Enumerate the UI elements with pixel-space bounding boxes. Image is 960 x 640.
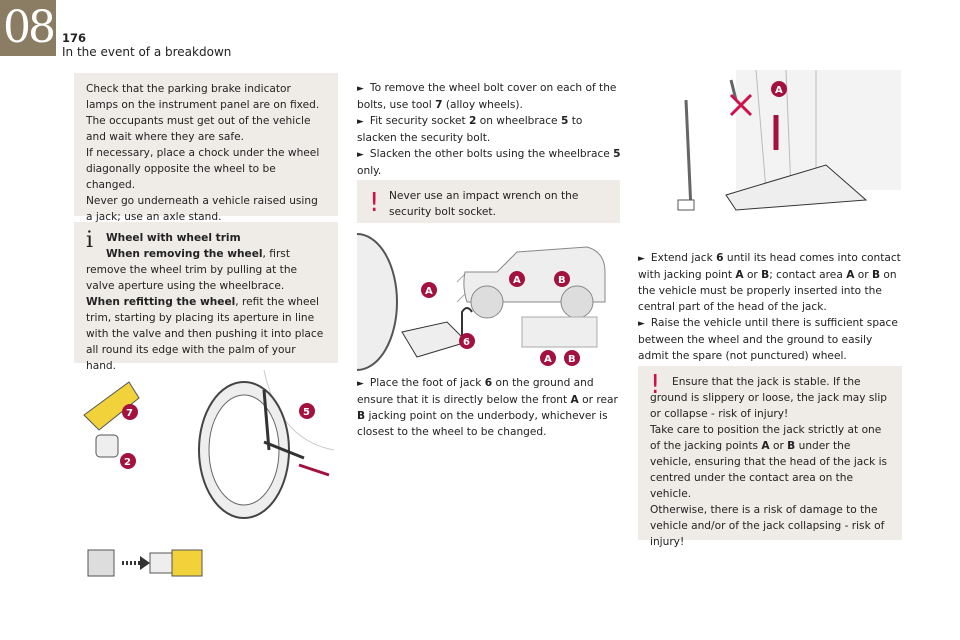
label-5: 5 — [303, 407, 310, 418]
label-2: 2 — [124, 457, 131, 468]
text: on the ground and ensure that it is dire… — [357, 377, 594, 406]
text: jacking point on the underbody, whicheve… — [357, 410, 608, 438]
text: To remove the wheel bolt cover on each o… — [357, 82, 617, 111]
warning-box: ! Never use an impact wrench on the secu… — [357, 180, 620, 223]
text: until its head comes into contact with j… — [638, 252, 901, 281]
paragraph: The occupants must get out of the vehicl… — [86, 115, 311, 143]
bold-text: B — [357, 410, 366, 422]
precautions-box: Check that the parking brake indicator l… — [74, 73, 338, 223]
text: or rear — [578, 394, 618, 406]
text: to slacken the security bolt. — [357, 115, 583, 144]
text: Ensure that the jack is stable. If the g… — [650, 376, 888, 420]
bold-text: A — [846, 269, 855, 281]
bold-text: 5 — [613, 148, 621, 160]
steps-right: ►Extend jack 6 until its head comes into… — [638, 252, 901, 362]
bold-text: A — [570, 394, 579, 406]
warning-icon: ! — [650, 370, 661, 400]
label-a: A — [775, 85, 783, 96]
warning-text: Never use an impact wrench on the securi… — [389, 190, 579, 218]
step-place-jack: ►Place the foot of jack 6 on the ground … — [357, 377, 618, 438]
steps-middle: ►To remove the wheel bolt cover on each … — [357, 82, 621, 177]
paragraph: Never go underneath a vehicle raised usi… — [86, 195, 318, 223]
bold-text: 6 — [716, 252, 724, 264]
label-badge — [122, 404, 138, 420]
text: on the vehicle must be properly inserted… — [638, 269, 897, 313]
section-title: In the event of a breakdown — [62, 45, 232, 59]
text: Otherwise, there is a risk of damage to … — [650, 504, 885, 548]
paragraph: If necessary, place a chock under the wh… — [86, 147, 320, 191]
bold-text: 2 — [469, 115, 477, 127]
text: on wheelbrace — [476, 115, 561, 127]
chapter-number: 08 — [0, 0, 56, 56]
text: ; contact area — [769, 269, 847, 281]
text: Slacken the other bolts using the wheelb… — [369, 148, 614, 160]
text: Place the foot of jack — [369, 377, 485, 389]
text: or — [743, 269, 762, 281]
bold-text: B — [871, 269, 881, 281]
text: Extend jack — [650, 252, 717, 264]
text: Take care to position the jack strictly … — [650, 424, 882, 452]
warning-box: ! Ensure that the jack is stable. If the… — [638, 366, 902, 548]
text: Fit security socket — [369, 115, 469, 127]
info-title: Wheel with wheel trim — [106, 232, 241, 244]
warning-icon: ! — [369, 188, 380, 218]
label-a: A — [425, 286, 433, 297]
bold-text: A — [761, 440, 770, 452]
page-number: 176 — [62, 31, 87, 45]
jack-extend-illustration: A — [677, 70, 901, 211]
bold-text: B — [761, 269, 770, 281]
wheel-bolt-illustration: 7 5 2 — [83, 370, 335, 519]
label-6: 6 — [463, 337, 470, 348]
label-b: B — [568, 354, 576, 365]
info-icon: i — [86, 228, 94, 253]
text: only. — [357, 165, 382, 177]
text: , first remove the wheel trim by pulling… — [86, 248, 298, 292]
bold-text: 7 — [435, 99, 443, 111]
paragraph: Check that the parking brake indicator l… — [86, 83, 320, 111]
bold-text: B — [787, 440, 796, 452]
socket-fitting-illustration — [87, 549, 203, 577]
text: or — [769, 440, 788, 452]
bold-text: When refitting the wheel — [86, 296, 236, 308]
label-7: 7 — [126, 408, 133, 419]
label-a: A — [544, 354, 552, 365]
bold-text: 6 — [484, 377, 493, 389]
jack-position-illustration: A 6 A B A B — [357, 233, 606, 371]
label-b: B — [558, 275, 566, 286]
text: , refit the wheel trim, starting by plac… — [86, 296, 324, 372]
text: or — [854, 269, 872, 281]
info-box: i Wheel with wheel trim When removing th… — [74, 222, 338, 372]
bold-text: When removing the wheel — [106, 248, 263, 260]
bold-text: A — [735, 269, 744, 281]
label-a: A — [513, 275, 521, 286]
bold-text: 5 — [560, 115, 569, 127]
text: (alloy wheels). — [442, 99, 523, 111]
text: Raise the vehicle until there is suffici… — [638, 317, 898, 362]
text: under the vehicle, ensuring that the hea… — [650, 440, 888, 500]
